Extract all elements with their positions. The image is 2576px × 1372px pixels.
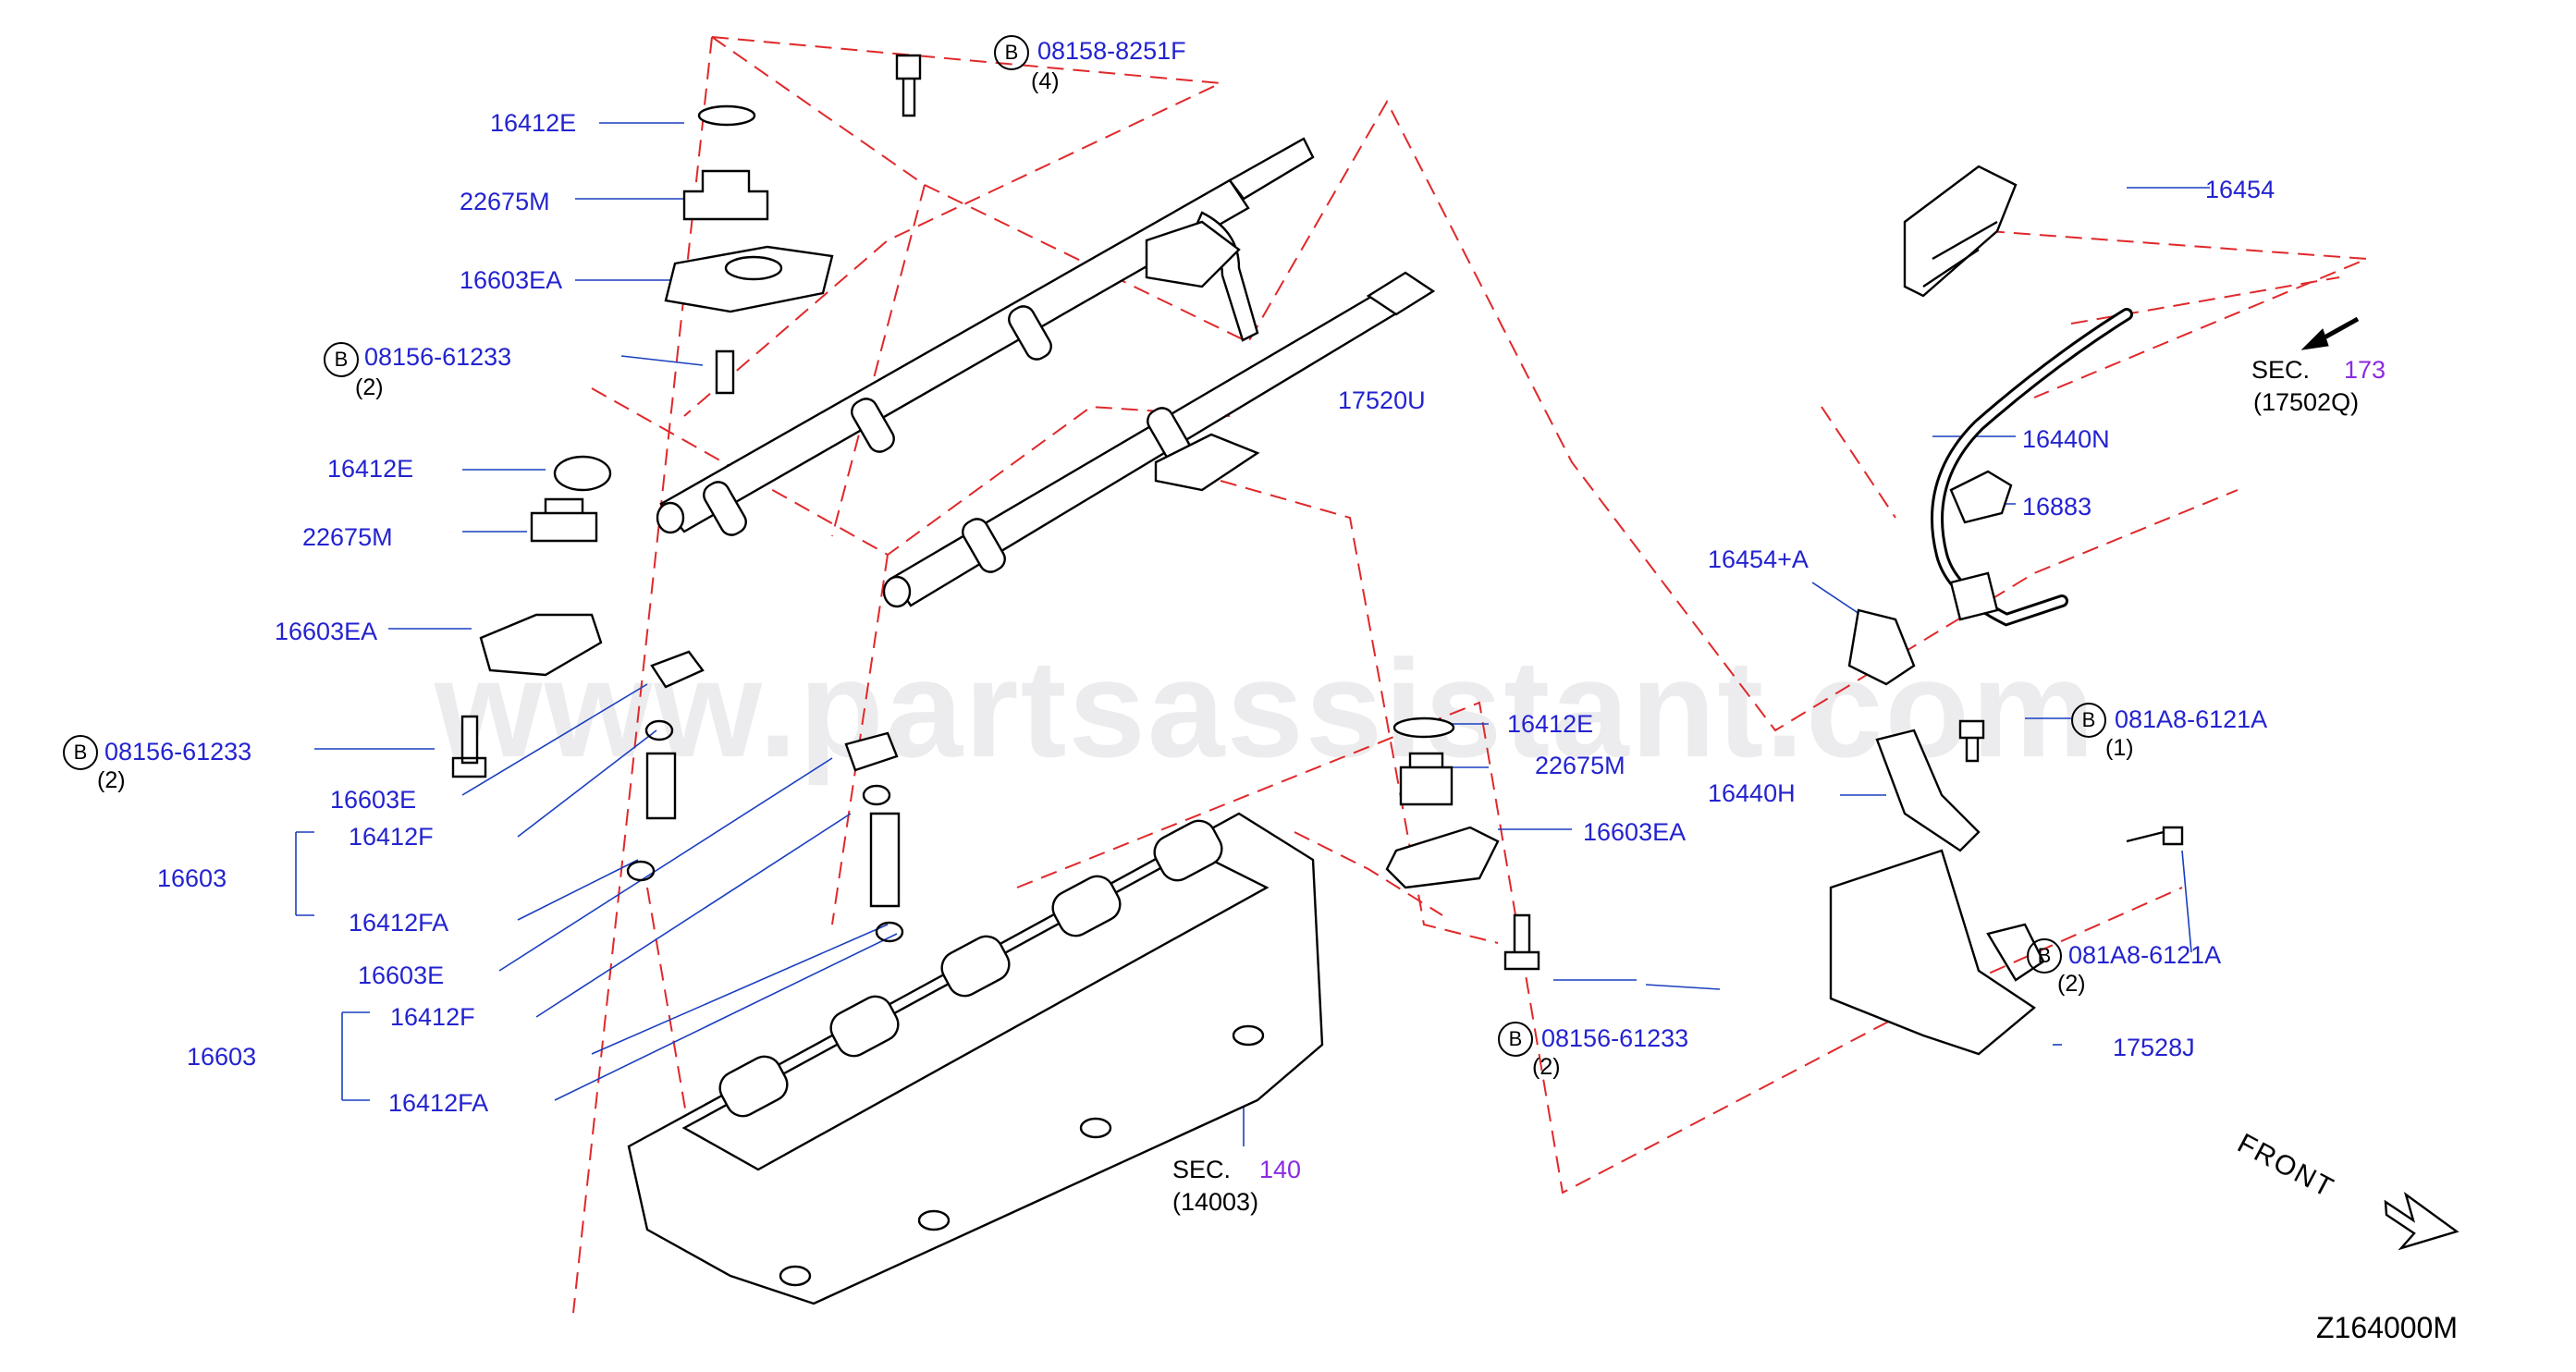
label-bolt-08158: 08158-8251F [1037,37,1186,65]
b-symbol-icon: B [2027,938,2062,974]
regulator-22675M-c [1399,752,1454,806]
label-bolt-081A8-a: 081A8-6121A [2115,705,2268,733]
clip-16603E-a [650,650,705,689]
injector-16603-a [645,752,677,820]
label-bolt-08156-a: 08156-61233 [364,343,512,371]
label-16412FA-b: 16412FA [388,1089,489,1117]
label-16412FA-a: 16412FA [349,909,449,937]
qty-bolt-08156-a: (2) [355,374,384,400]
clamp-16883 [1949,470,2013,524]
bolt-08158 [895,54,922,117]
bolt-081A8-a [1958,719,1985,763]
label-16603EA-b: 16603EA [275,618,378,645]
label-16440H: 16440H [1708,779,1796,807]
label-22675M-b: 22675M [302,523,393,551]
bolt-08156-a [715,349,735,395]
label-16440N: 16440N [2022,425,2110,453]
b-symbol-icon: B [994,35,1029,70]
label-16412F-b: 16412F [390,1003,475,1031]
injector-16603-b [869,812,901,908]
o-ring-16412E-a [697,104,756,127]
bolt-08156-b [451,715,487,778]
qty-bolt-081A8-a: (1) [2105,735,2134,761]
label-16883: 16883 [2022,493,2092,521]
b-symbol-icon: B [63,735,98,770]
o-ring-16412E-b [553,455,612,492]
label-16603-b: 16603 [187,1043,257,1071]
label-bolt-08156-c: 08156-61233 [1541,1024,1689,1052]
regulator-22675M-b [530,497,598,543]
qty-bolt-08156-b: (2) [97,767,126,793]
label-16603-a: 16603 [157,864,227,892]
section-140-ref: (14003) [1172,1188,1259,1216]
label-17528J: 17528J [2113,1034,2195,1061]
watermark: www.partsassistant.com [435,631,2097,786]
o-ring-16412E-c [1392,717,1455,739]
connector-16454 [1903,165,2018,298]
b-symbol-icon: B [2071,703,2106,738]
qty-bolt-081A8-b: (2) [2057,971,2086,997]
intake-manifold [627,812,1324,1305]
section-140-number: 140 [1259,1156,1302,1183]
label-16603EA-c: 16603EA [1583,818,1687,846]
direction-arrow-icon [2300,316,2360,350]
front-arrow-icon [2384,1191,2459,1251]
label-16412E-a: 16412E [490,109,577,137]
gasket-16603EA-b [479,613,603,677]
label-16603E-b: 16603E [358,962,445,989]
clip-16603E-b [844,731,899,772]
label-22675M-c: 22675M [1535,752,1625,779]
label-16454: 16454 [2205,176,2275,203]
bolt-08156-c [1503,913,1540,971]
section-173-ref: (17502Q) [2253,388,2360,416]
bracket-17528J [1829,849,2037,1056]
regulator-22675M-a [682,169,769,221]
qty-bolt-08156-c: (2) [1532,1054,1561,1080]
label-bolt-08156-b: 08156-61233 [104,738,252,766]
label-bolt-081A8-b: 081A8-6121A [2068,941,2222,969]
section-173-number: 173 [2344,356,2386,384]
label-16603EA-a: 16603EA [460,266,563,294]
bracket-16440H [1875,729,1981,852]
gasket-16603EA-c [1385,826,1500,889]
components [451,54,2184,1305]
label-16454A: 16454+A [1708,545,1809,573]
b-symbol-icon: B [324,342,359,377]
label-17520U: 17520U [1338,386,1426,414]
section-140-prefix: SEC. [1172,1156,1232,1183]
label-16412F-a: 16412F [349,823,434,851]
fuel-hose-16440N [1931,308,2133,627]
bolt-081A8-b [2126,826,2184,846]
b-symbol-icon: B [1498,1022,1533,1057]
label-16412E-c: 16412E [1507,710,1594,738]
qty-bolt-08158: (4) [1031,68,1060,94]
label-22675M-a: 22675M [460,188,550,215]
clip-16454A [1847,608,1916,686]
label-16412E-b: 16412E [327,455,414,483]
label-16603E-a: 16603E [330,786,417,814]
section-173-prefix: SEC. [2251,356,2311,384]
diagram-code: Z164000M [2316,1311,2458,1344]
